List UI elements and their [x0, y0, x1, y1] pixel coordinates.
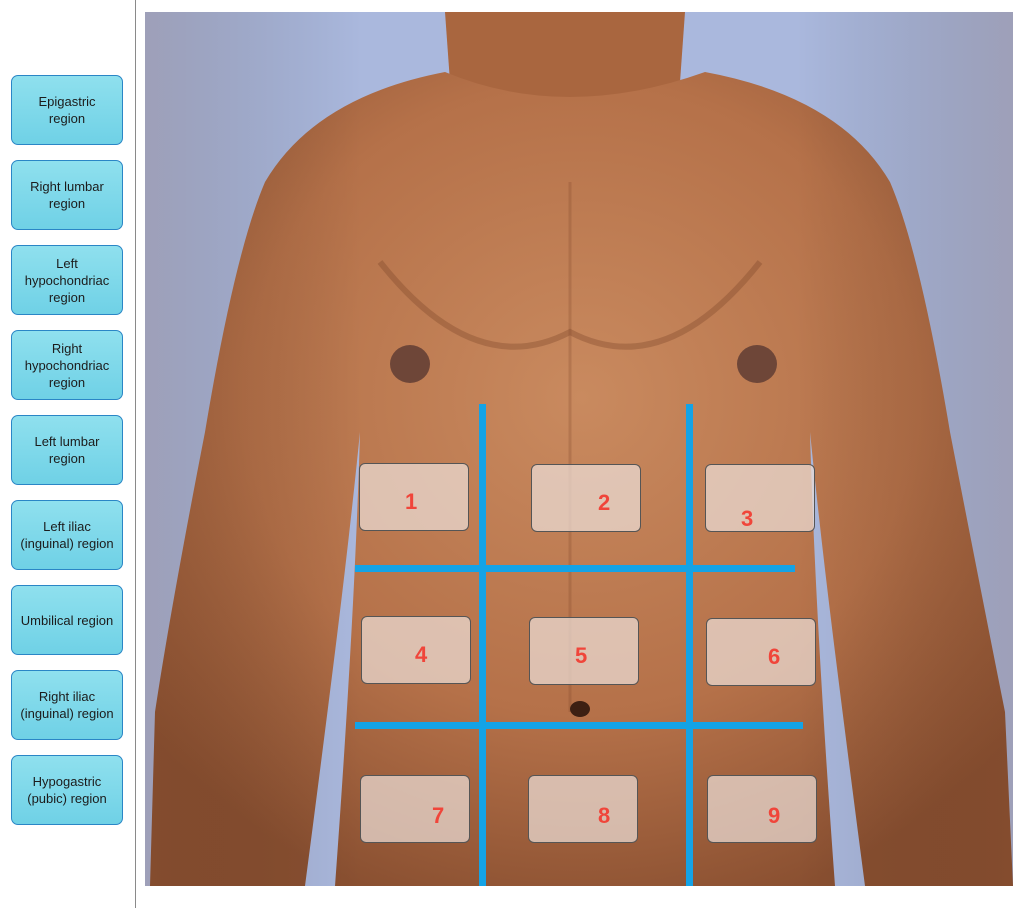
- label-epigastric[interactable]: Epigastric region: [11, 75, 123, 145]
- grid-line-vertical-right: [686, 404, 693, 886]
- grid-line-vertical-left: [479, 404, 486, 886]
- label-left-lumbar[interactable]: Left lumbar region: [11, 415, 123, 485]
- zone-number: 6: [768, 644, 780, 670]
- drop-zone-7[interactable]: 7: [360, 775, 470, 843]
- zone-number: 3: [741, 506, 753, 532]
- torso-illustration: [145, 12, 1013, 886]
- grid-line-horizontal-top: [355, 565, 795, 572]
- drop-zone-4[interactable]: 4: [361, 616, 471, 684]
- grid-line-horizontal-bottom: [355, 722, 803, 729]
- sidebar-divider: [135, 0, 136, 908]
- label-right-hypochondriac[interactable]: Right hypochondriac region: [11, 330, 123, 400]
- zone-number: 8: [598, 803, 610, 829]
- drop-zone-5[interactable]: 5: [529, 617, 639, 685]
- label-left-iliac[interactable]: Left iliac (inguinal) region: [11, 500, 123, 570]
- label-right-iliac[interactable]: Right iliac (inguinal) region: [11, 670, 123, 740]
- drop-zone-6[interactable]: 6: [706, 618, 816, 686]
- drop-zone-3[interactable]: 3: [705, 464, 815, 532]
- zone-number: 5: [575, 643, 587, 669]
- zone-number: 7: [432, 803, 444, 829]
- zone-number: 4: [415, 642, 427, 668]
- zone-number: 2: [598, 490, 610, 516]
- drop-zone-1[interactable]: 1: [359, 463, 469, 531]
- zone-number: 9: [768, 803, 780, 829]
- drop-zone-2[interactable]: 2: [531, 464, 641, 532]
- drop-zone-9[interactable]: 9: [707, 775, 817, 843]
- zone-number: 1: [405, 489, 417, 515]
- label-hypogastric[interactable]: Hypogastric (pubic) region: [11, 755, 123, 825]
- label-right-lumbar[interactable]: Right lumbar region: [11, 160, 123, 230]
- label-left-hypochondriac[interactable]: Left hypochondriac region: [11, 245, 123, 315]
- torso-image-panel: 1 2 3 4 5 6 7 8 9: [145, 12, 1013, 886]
- drop-zone-8[interactable]: 8: [528, 775, 638, 843]
- label-umbilical[interactable]: Umbilical region: [11, 585, 123, 655]
